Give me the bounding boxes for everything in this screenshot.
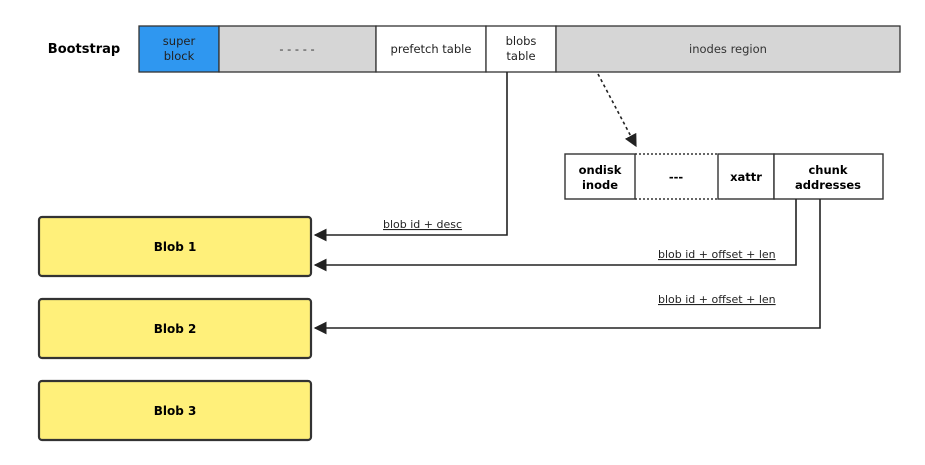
inode-structure: ondisk inode --- xattr chunk addresses [564, 153, 884, 200]
chunk-to-blob1-label: blob id + offset + len [658, 248, 776, 261]
chunk-to-blob1-edge [313, 199, 797, 272]
xattr-box [717, 153, 775, 200]
reserved-segment [218, 25, 377, 73]
blobs-table-to-blob1-edge [313, 72, 508, 242]
blob-3-box [37, 379, 313, 442]
prefetch-table-segment [375, 25, 487, 73]
blobs-table-to-blob1-label: blob id + desc [383, 218, 462, 231]
chunk-addresses-label-line1: chunk [808, 163, 847, 177]
inodes-region-segment [555, 25, 901, 73]
bootstrap-label: Bootstrap [48, 42, 120, 57]
blob-1-label: Blob 1 [154, 240, 197, 254]
blob-2-box [37, 297, 313, 360]
ondisk-inode-box [564, 153, 636, 200]
inodes-region-label: inodes region [689, 42, 767, 56]
blobs-table-label-line2: table [506, 49, 535, 63]
bootstrap-bar: super block - - - - - prefetch table blo… [138, 25, 901, 73]
ondisk-inode-label-line1: ondisk [579, 163, 622, 177]
blob-1-box [37, 215, 313, 278]
prefetch-table-label: prefetch table [391, 42, 472, 56]
chunk-to-blob2-label: blob id + offset + len [658, 293, 776, 306]
superblock-label-line2: block [164, 49, 195, 63]
blob-2-label: Blob 2 [154, 322, 197, 336]
chunk-addresses-box [773, 153, 884, 200]
blobs-table-label-line1: blobs [506, 34, 537, 48]
inodes-region-arrow [597, 73, 637, 148]
chunk-to-blob2-edge [313, 199, 821, 335]
xattr-label: xattr [730, 170, 762, 184]
ondisk-inode-label-line2: inode [582, 178, 618, 192]
superblock-label-line1: super [163, 34, 196, 48]
blob-3-label: Blob 3 [154, 404, 197, 418]
blob-boxes: Blob 1 Blob 2 Blob 3 [37, 215, 313, 442]
gap-label: --- [669, 170, 684, 184]
reserved-label: - - - - - [279, 42, 314, 56]
superblock-segment [138, 25, 220, 73]
chunk-addresses-label-line2: addresses [795, 178, 861, 192]
